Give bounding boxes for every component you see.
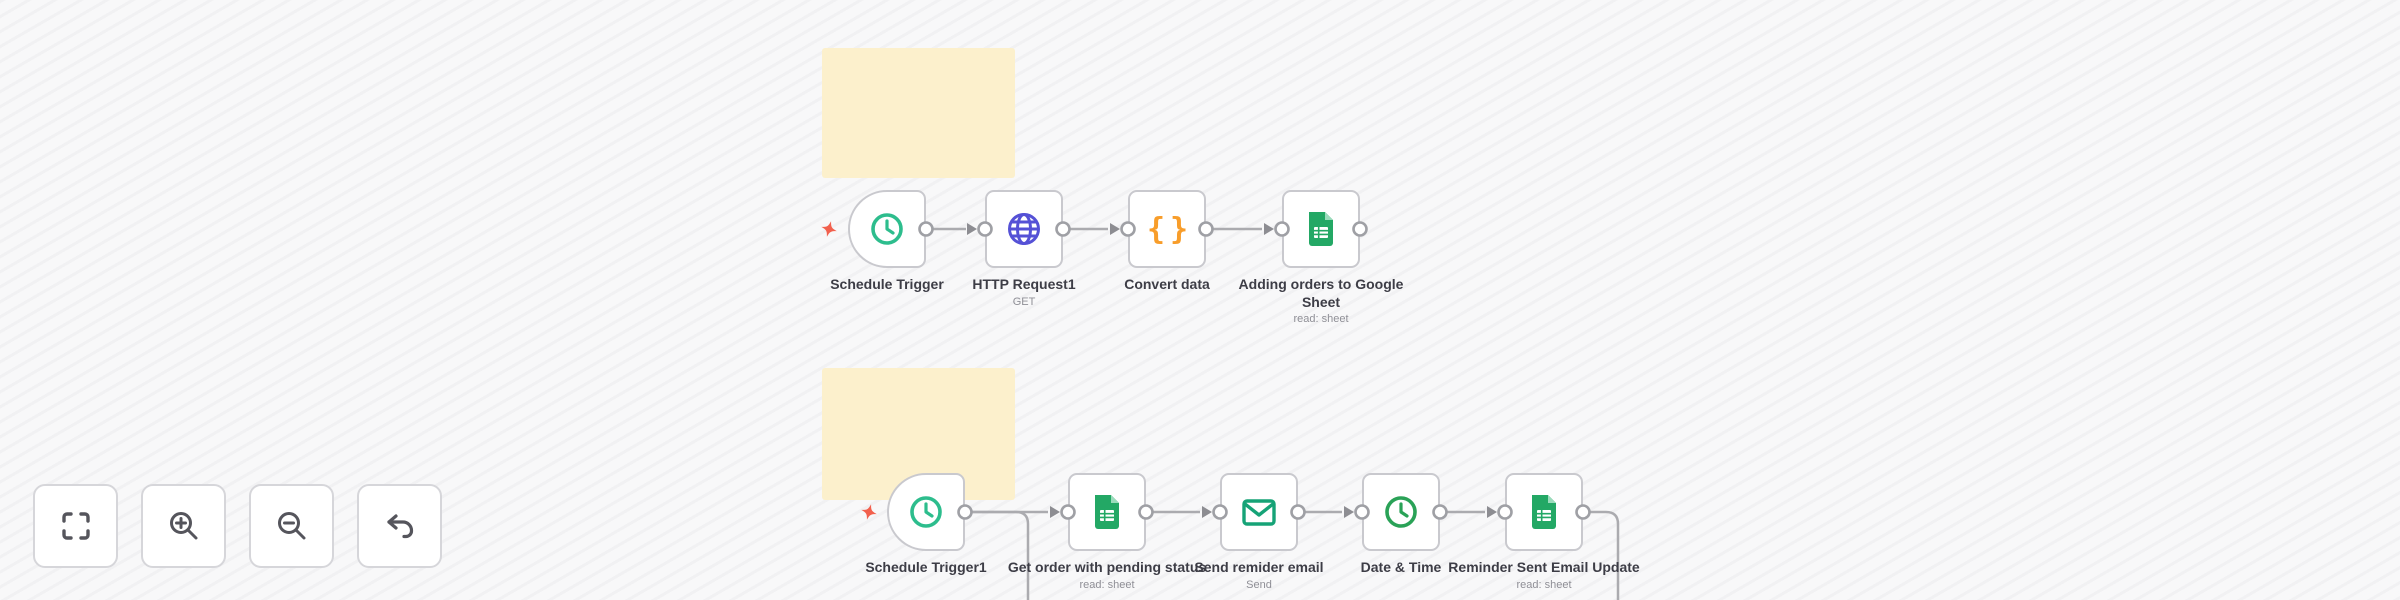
node-subtitle: GET — [1012, 295, 1036, 308]
node-get-pending-orders[interactable]: Get order with pending status read: shee… — [1008, 473, 1206, 591]
node-label: Schedule Trigger — [830, 276, 944, 292]
envelope-icon — [1242, 499, 1276, 526]
node-label: Reminder Sent Email Update read: sheet — [1444, 559, 1644, 592]
node-http-request[interactable]: HTTP Request1 GET — [972, 190, 1076, 308]
node-label: HTTP Request1 GET — [924, 276, 1124, 309]
globe-icon — [1008, 213, 1040, 245]
node-subtitle: read: sheet — [1293, 313, 1349, 325]
google-sheets-icon — [1309, 212, 1333, 246]
clock-icon — [871, 213, 903, 245]
google-sheets-icon — [1532, 495, 1556, 529]
node-subtitle: read: sheet — [1516, 578, 1572, 591]
clock-icon — [910, 496, 942, 528]
undo-button[interactable] — [357, 484, 442, 568]
code-braces-icon: {} — [1146, 211, 1194, 247]
node-date-time[interactable]: Date & Time — [1361, 473, 1441, 575]
node-reminder-sent-update[interactable]: Reminder Sent Email Update read: sheet — [1448, 473, 1640, 591]
fit-view-icon — [61, 512, 90, 540]
node-label: Schedule Trigger1 — [865, 559, 987, 575]
node-subtitle: Send — [1246, 578, 1272, 591]
node-label: Send remider email Send — [1159, 559, 1359, 592]
node-schedule-trigger[interactable]: Schedule Trigger — [830, 190, 944, 292]
zoom-out-icon — [277, 512, 305, 540]
node-label: Convert data — [1124, 276, 1210, 292]
node-send-reminder-email[interactable]: Send remider email Send — [1194, 473, 1324, 591]
node-convert-data[interactable]: {} Convert data — [1124, 190, 1210, 292]
node-schedule-trigger1[interactable]: Schedule Trigger1 — [865, 473, 987, 575]
canvas-toolbar — [33, 484, 442, 568]
zoom-in-button[interactable] — [141, 484, 226, 568]
google-sheets-icon — [1095, 495, 1119, 529]
zoom-out-button[interactable] — [249, 484, 334, 568]
sticky-note[interactable] — [822, 48, 1015, 178]
node-label: Date & Time — [1360, 559, 1442, 575]
fit-view-button[interactable] — [33, 484, 118, 568]
node-label: Get order with pending status read: shee… — [1007, 559, 1207, 591]
node-subtitle: read: sheet — [1079, 578, 1135, 591]
node-google-sheet-append[interactable]: Adding orders to Google Sheet read: shee… — [1239, 190, 1403, 325]
zoom-in-icon — [169, 512, 197, 540]
clock-icon — [1385, 496, 1417, 528]
undo-icon — [386, 514, 413, 539]
node-label: Adding orders to Google Sheet read: shee… — [1221, 276, 1421, 327]
